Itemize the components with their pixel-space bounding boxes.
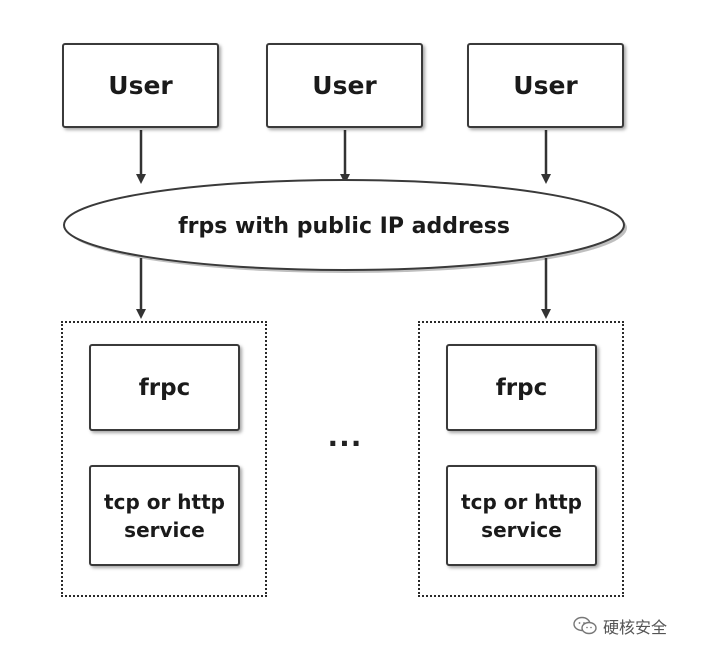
user-box-1: User: [62, 43, 219, 128]
user-label-1: User: [108, 71, 173, 100]
wechat-icon: [573, 616, 597, 636]
more-clients-ellipsis: ...: [327, 420, 363, 453]
frpc-box-left: frpc: [89, 344, 240, 431]
watermark-text: 硬核安全: [603, 618, 668, 637]
frps-ellipse: [63, 179, 625, 271]
watermark: 硬核安全: [573, 614, 667, 638]
user-label-2: User: [312, 71, 377, 100]
frpc-label-right: frpc: [495, 374, 548, 401]
service-label-left: tcp or http service: [104, 489, 225, 542]
frpc-box-right: frpc: [446, 344, 597, 431]
user-label-3: User: [513, 71, 578, 100]
service-label-right: tcp or http service: [461, 489, 582, 542]
service-box-right: tcp or http service: [446, 465, 597, 566]
user-box-2: User: [266, 43, 423, 128]
service-box-left: tcp or http service: [89, 465, 240, 566]
frpc-label-left: frpc: [138, 374, 191, 401]
frps-label: frps with public IP address: [178, 214, 510, 239]
user-box-3: User: [467, 43, 624, 128]
client-group-right: [418, 321, 624, 597]
client-group-left: [61, 321, 267, 597]
